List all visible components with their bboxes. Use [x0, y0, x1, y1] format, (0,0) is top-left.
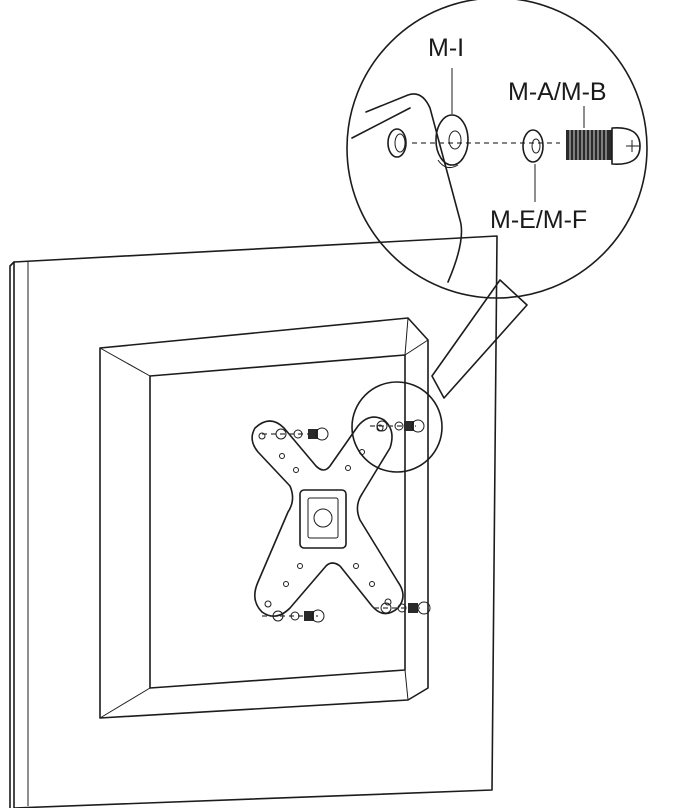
- bevel-line-br: [404, 669, 409, 701]
- washer-m-i: [435, 114, 469, 166]
- label-m-i: M-I: [428, 34, 464, 62]
- zoom-mount-hole: [387, 128, 407, 158]
- label-m-e-f: M-E/M-F: [490, 206, 587, 234]
- monitor-panel: [9, 235, 498, 808]
- screw-m-a-b: [566, 127, 641, 165]
- bevel-line-bl: [99, 687, 151, 719]
- bevel-line-r: [404, 339, 429, 356]
- screw-set-bottom-right: [374, 601, 431, 615]
- x-plate: [251, 416, 404, 617]
- washer-m-e-f: [522, 129, 544, 163]
- screw-set-top-right: [370, 419, 425, 433]
- back-panel-inner: [149, 354, 406, 689]
- monitor-bezel: [13, 235, 498, 808]
- callout-pointer: [431, 279, 528, 399]
- vesa-bracket: [251, 416, 404, 617]
- bevel-line-tr: [404, 317, 409, 356]
- monitor-edge: [9, 261, 15, 808]
- bevel-line-tl: [99, 347, 151, 377]
- center-bolt: [313, 508, 333, 528]
- screw-set-top-left: [262, 427, 329, 441]
- zoom-panel-edge-2: [351, 107, 411, 139]
- callout: M-I M-A/M-B M-E/M-F: [346, 0, 648, 473]
- screw-set-bottom-left: [262, 609, 325, 623]
- callout-small-circle: [351, 381, 443, 473]
- zoom-panel-edge: [365, 93, 463, 283]
- callout-zoom-circle: [346, 0, 648, 299]
- center-mount: [299, 489, 347, 549]
- label-m-a-b: M-A/M-B: [508, 78, 607, 106]
- plate-holes: [258, 424, 392, 608]
- center-mount-slot: [307, 497, 339, 539]
